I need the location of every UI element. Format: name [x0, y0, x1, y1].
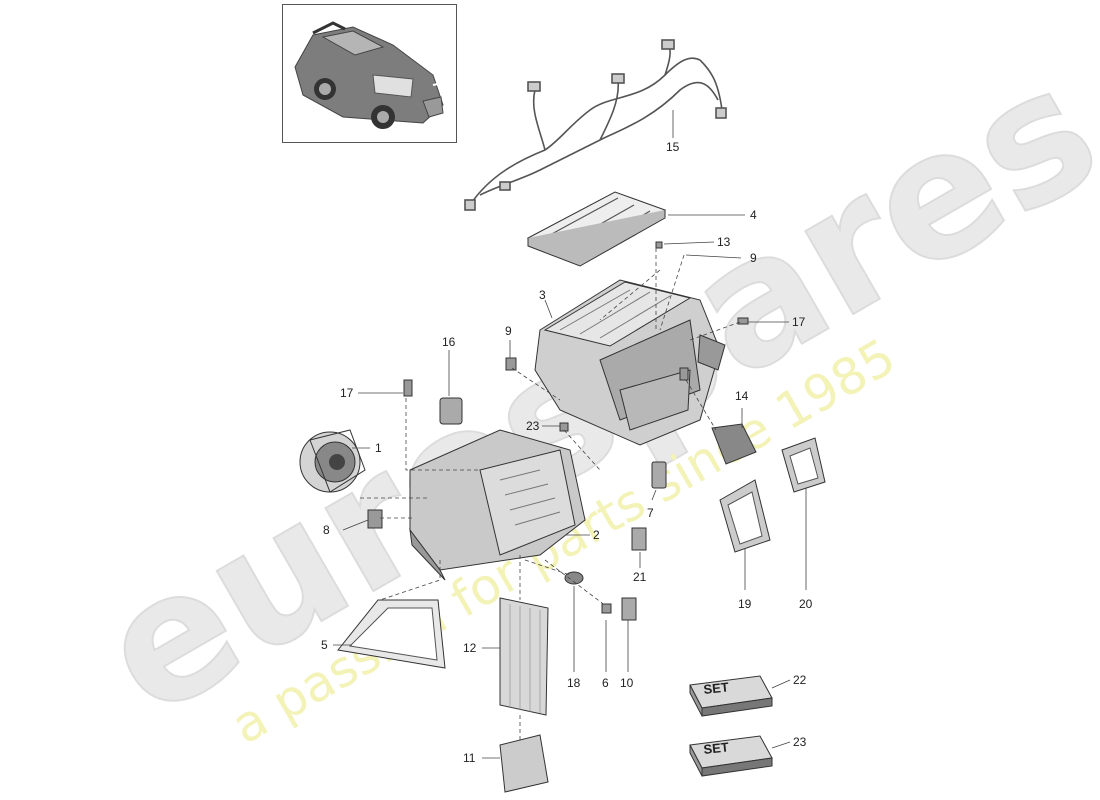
- callout-14: 14: [735, 389, 749, 403]
- callout-4: 4: [750, 208, 757, 222]
- callout-3: 3: [539, 288, 546, 302]
- part-13-clip: [655, 241, 663, 249]
- blower-motor: [299, 429, 366, 493]
- callout-1: 1: [375, 441, 382, 455]
- cabin-filter-frame: [526, 191, 667, 267]
- callout-9b: 9: [750, 251, 757, 265]
- part-21-sensor: [631, 527, 647, 551]
- part-18-seal: [564, 571, 584, 585]
- wiring-harness: [464, 39, 727, 211]
- part-23-plug: [559, 422, 569, 432]
- vehicle-thumbnail: [282, 4, 457, 143]
- heater-box-housing: [534, 279, 726, 446]
- assembly-lines: [360, 248, 741, 742]
- callout-23b: 23: [793, 735, 807, 749]
- callout-17a: 17: [340, 386, 354, 400]
- callout-10: 10: [620, 676, 634, 690]
- callout-23a: 23: [526, 419, 540, 433]
- callout-16: 16: [442, 335, 456, 349]
- set-box-22: SET: [689, 675, 773, 717]
- part-8-actuator: [367, 509, 383, 529]
- callout-8: 8: [323, 523, 330, 537]
- callout-13: 13: [717, 235, 731, 249]
- part-16-actuator: [439, 397, 463, 425]
- part-17-screw: [403, 379, 413, 397]
- callout-9a: 9: [505, 324, 512, 338]
- part-10-bracket: [621, 597, 637, 621]
- blower-housing-lower: [409, 429, 586, 581]
- part-9-sensor-left: [505, 357, 517, 371]
- callout-7: 7: [647, 506, 654, 520]
- callout-11: 11: [463, 751, 476, 765]
- part-17-screw-right: [737, 317, 749, 325]
- car-illustration: [294, 21, 444, 129]
- callout-21: 21: [633, 570, 647, 584]
- small-parts: [337, 241, 826, 793]
- callouts: 1 2 3 4 5 6 7 8 9 9 10 11 12 13 14 15 16…: [321, 140, 813, 765]
- set-label-22: SET: [703, 679, 730, 697]
- callout-19: 19: [738, 597, 752, 611]
- callout-15: 15: [666, 140, 680, 154]
- callout-18: 18: [567, 676, 581, 690]
- callout-5: 5: [321, 638, 328, 652]
- callout-20: 20: [799, 597, 813, 611]
- callout-22: 22: [793, 673, 807, 687]
- callout-17b: 17: [792, 315, 806, 329]
- part-6-screw: [601, 603, 612, 614]
- set-label-23: SET: [703, 739, 730, 757]
- part-11-bracket: [499, 734, 549, 793]
- callout-12: 12: [463, 641, 477, 655]
- part-7-valve: [651, 461, 667, 489]
- leader-lines: [333, 110, 807, 759]
- callout-2: 2: [593, 528, 600, 542]
- set-box-23: SET: [689, 735, 773, 777]
- callout-6: 6: [602, 676, 609, 690]
- part-9-sensor-right: [679, 367, 689, 381]
- part-14-module: [711, 423, 757, 465]
- part-12-filter: [499, 597, 549, 716]
